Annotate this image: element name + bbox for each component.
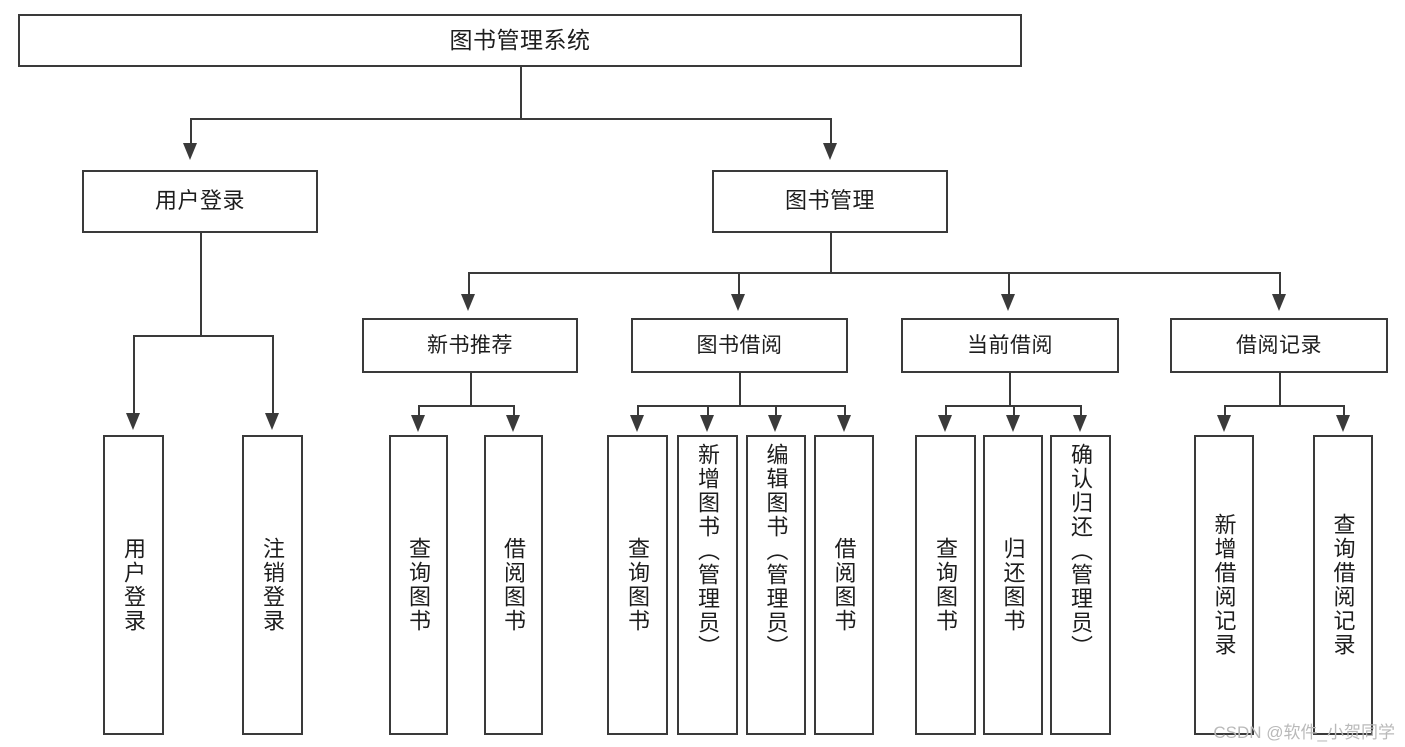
node-label: 用户登录 — [154, 188, 245, 214]
connector-user-login-stem — [200, 233, 202, 335]
connector-root-stem — [520, 67, 522, 118]
leaf-query-books-recommendation[interactable]: 查询图书 — [389, 435, 448, 735]
arrowhead-leaf-10 — [1006, 415, 1020, 432]
connector-user-login-bus — [133, 335, 272, 337]
node-label: 新书推荐 — [427, 333, 513, 357]
arrowhead-leaf-7 — [768, 415, 782, 432]
arrowhead-leaf-9 — [938, 415, 952, 432]
connector-borrow-records-drop-1 — [1224, 405, 1226, 417]
arrowhead-level3-4 — [1272, 294, 1286, 311]
node-user-login[interactable]: 用户登录 — [82, 170, 318, 233]
connector-borrow-records-bus — [1224, 405, 1343, 407]
connector-level2-drop-2 — [830, 118, 832, 145]
node-book-management[interactable]: 图书管理 — [712, 170, 948, 233]
node-label: 新增借阅记录 — [1211, 513, 1237, 657]
leaf-logout[interactable]: 注销登录 — [242, 435, 303, 735]
arrowhead-leaf-5 — [630, 415, 644, 432]
connector-new-book-drop-1 — [418, 405, 420, 417]
leaf-borrow-books-recommendation[interactable]: 借阅图书 — [484, 435, 543, 735]
connector-borrow-records-drop-2 — [1343, 405, 1345, 417]
leaf-query-books-current[interactable]: 查询图书 — [915, 435, 976, 735]
leaf-return-books[interactable]: 归还图书 — [983, 435, 1043, 735]
connector-current-borrowing-bus — [945, 405, 1080, 407]
leaf-borrow-books-borrowing[interactable]: 借阅图书 — [814, 435, 874, 735]
leaf-query-borrow-record[interactable]: 查询借阅记录 — [1313, 435, 1373, 735]
node-book-borrowing[interactable]: 图书借阅 — [631, 318, 848, 373]
arrowhead-level2-1 — [183, 143, 197, 160]
node-label: 新增图书（管理员） — [695, 443, 721, 659]
leaf-add-borrow-record[interactable]: 新增借阅记录 — [1194, 435, 1254, 735]
node-label: 图书管理 — [784, 188, 875, 214]
arrowhead-leaf-8 — [837, 415, 851, 432]
connector-level2-bus — [190, 118, 830, 120]
connector-book-borrowing-drop-1 — [637, 405, 639, 417]
node-label: 归还图书 — [1000, 537, 1026, 633]
arrowhead-leaf-11 — [1073, 415, 1087, 432]
node-label: 当前借阅 — [967, 333, 1053, 357]
connector-level3-drop-4 — [1279, 272, 1281, 296]
node-current-borrowing[interactable]: 当前借阅 — [901, 318, 1119, 373]
connector-level3-bus — [468, 272, 1279, 274]
arrowhead-leaf-3 — [411, 415, 425, 432]
node-label: 注销登录 — [260, 537, 286, 633]
node-label: 图书借阅 — [696, 333, 783, 357]
connector-user-login-drop-1 — [133, 335, 135, 415]
node-label: 借阅图书 — [831, 537, 857, 633]
arrowhead-leaf-6 — [700, 415, 714, 432]
connector-borrow-records-stem — [1279, 373, 1281, 405]
arrowhead-leaf-2 — [265, 413, 279, 430]
node-label: 编辑图书（管理员） — [763, 443, 789, 659]
connector-level3-drop-3 — [1008, 272, 1010, 296]
arrowhead-level2-2 — [823, 143, 837, 160]
arrowhead-leaf-4 — [506, 415, 520, 432]
leaf-query-books-borrowing[interactable]: 查询图书 — [607, 435, 668, 735]
connector-book-borrowing-drop-3 — [775, 405, 777, 417]
node-new-book-recommendation[interactable]: 新书推荐 — [362, 318, 578, 373]
arrowhead-level3-1 — [461, 294, 475, 311]
node-label: 查询图书 — [406, 537, 432, 633]
connector-new-book-stem — [470, 373, 472, 405]
leaf-confirm-return-admin[interactable]: 确认归还（管理员） — [1050, 435, 1111, 735]
node-label: 查询借阅记录 — [1330, 513, 1356, 657]
leaf-edit-book-admin[interactable]: 编辑图书（管理员） — [746, 435, 806, 735]
node-label: 查询图书 — [933, 537, 959, 633]
leaf-user-login[interactable]: 用户登录 — [103, 435, 164, 735]
node-label: 确认归还（管理员） — [1068, 443, 1094, 659]
connector-new-book-drop-2 — [513, 405, 515, 417]
connector-book-management-stem — [830, 233, 832, 272]
connector-book-borrowing-drop-4 — [844, 405, 846, 417]
connector-current-borrowing-stem — [1009, 373, 1011, 405]
arrowhead-leaf-1 — [126, 413, 140, 430]
arrowhead-level3-3 — [1001, 294, 1015, 311]
node-label: 图书管理系统 — [449, 26, 591, 53]
node-borrow-records[interactable]: 借阅记录 — [1170, 318, 1388, 373]
connector-level2-drop-1 — [190, 118, 192, 145]
connector-level3-drop-1 — [468, 272, 470, 296]
arrowhead-leaf-12 — [1217, 415, 1231, 432]
leaf-add-book-admin[interactable]: 新增图书（管理员） — [677, 435, 738, 735]
node-root-library-management-system[interactable]: 图书管理系统 — [18, 14, 1022, 67]
node-label: 借阅记录 — [1236, 333, 1322, 357]
connector-user-login-drop-2 — [272, 335, 274, 415]
connector-current-borrowing-drop-3 — [1080, 405, 1082, 417]
connector-new-book-bus — [418, 405, 513, 407]
connector-current-borrowing-drop-1 — [945, 405, 947, 417]
connector-book-borrowing-stem — [739, 373, 741, 405]
node-label: 查询图书 — [625, 537, 651, 633]
connector-current-borrowing-drop-2 — [1013, 405, 1015, 417]
arrowhead-leaf-13 — [1336, 415, 1350, 432]
connector-book-borrowing-bus — [637, 405, 844, 407]
node-label: 用户登录 — [121, 537, 147, 633]
arrowhead-level3-2 — [731, 294, 745, 311]
node-label: 借阅图书 — [501, 537, 527, 633]
connector-book-borrowing-drop-2 — [707, 405, 709, 417]
connector-level3-drop-2 — [738, 272, 740, 296]
